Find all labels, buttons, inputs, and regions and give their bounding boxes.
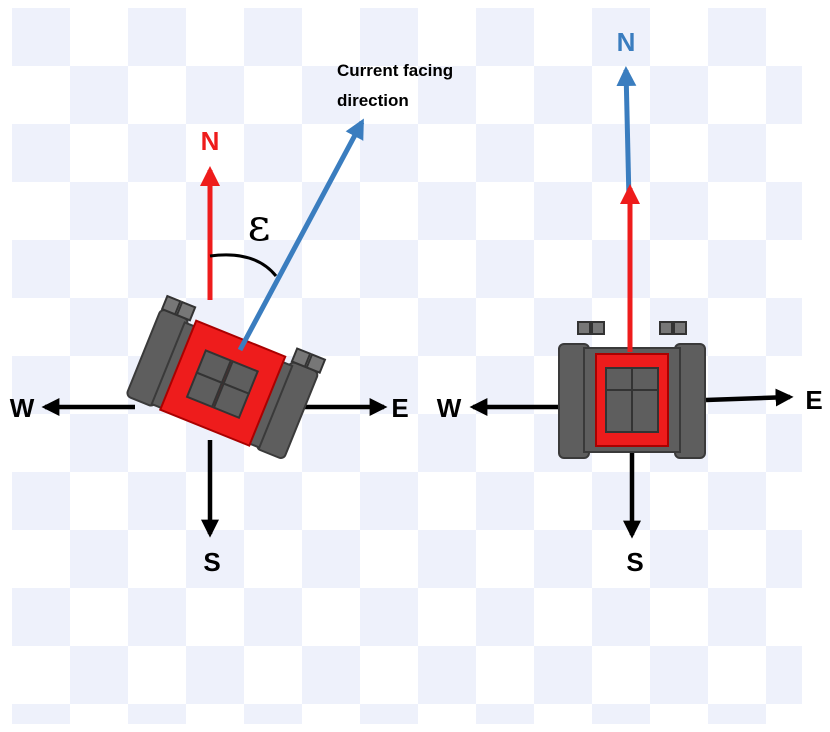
facing-label-line1: Current facing: [337, 61, 453, 80]
east-label: E: [805, 385, 822, 415]
aligned-robot: [558, 321, 706, 459]
north-label: N: [617, 27, 636, 57]
east-arrow: [705, 388, 794, 407]
robot-body: [158, 319, 287, 447]
east-label: E: [391, 393, 408, 423]
facing-direction-arrow: [616, 66, 637, 201]
west-label: W: [10, 393, 35, 423]
rotated-robot-diagram: N S E W ε Current facing direction: [10, 61, 453, 577]
facing-label-line2: direction: [337, 91, 409, 110]
south-label: S: [203, 547, 220, 577]
west-label: W: [437, 393, 462, 423]
facing-direction-arrow: [237, 118, 365, 352]
angle-arc: [209, 253, 278, 277]
aligned-robot-diagram: N S E W: [437, 27, 823, 577]
rotated-robot: [126, 294, 327, 459]
south-label: S: [626, 547, 643, 577]
angle-symbol: ε: [248, 200, 271, 251]
north-label: N: [201, 126, 220, 156]
